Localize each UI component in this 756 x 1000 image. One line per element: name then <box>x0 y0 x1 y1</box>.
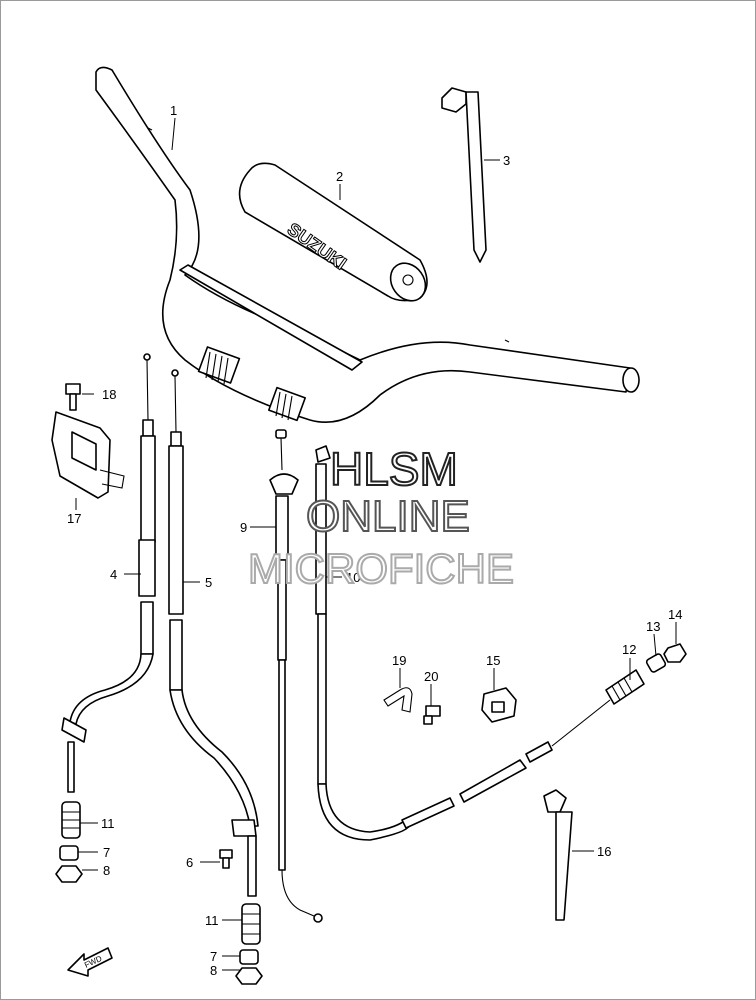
callout-12: 12 <box>622 642 636 657</box>
callout-10: 10 <box>346 570 360 585</box>
cable-4 <box>61 353 156 793</box>
callout-13: 13 <box>646 619 660 634</box>
callout-9: 9 <box>240 520 247 535</box>
forward-arrow: FWD <box>67 947 113 977</box>
callout-20: 20 <box>424 669 438 684</box>
nut-7b <box>239 949 259 965</box>
cable-tie-top <box>441 87 487 263</box>
callout-2: 2 <box>336 169 343 184</box>
callout-5: 5 <box>205 575 212 590</box>
callout-6: 6 <box>186 855 193 870</box>
watermark: HLSM ONLINE MICROFICHE <box>247 442 515 593</box>
watermark-line-1: HLSM <box>330 443 458 495</box>
callout-17: 17 <box>67 511 81 526</box>
throttle-cable-9 <box>269 429 323 923</box>
callout-7a: 7 <box>103 845 110 860</box>
watermark-line-2: ONLINE <box>306 492 470 541</box>
callout-1: 1 <box>170 103 177 118</box>
watermark-line-3: MICROFICHE <box>248 545 514 592</box>
clamp-15 <box>481 687 517 723</box>
nut-8b <box>235 967 263 985</box>
callout-8b: 8 <box>210 963 217 978</box>
adjuster-11b <box>241 903 261 945</box>
leader-lines <box>75 117 677 971</box>
cable-clamp-bracket <box>51 411 125 499</box>
nut-7a <box>59 845 79 861</box>
callout-3: 3 <box>503 153 510 168</box>
callout-11a: 11 <box>101 816 115 831</box>
callout-8a: 8 <box>103 863 110 878</box>
callout-7b: 7 <box>210 949 217 964</box>
callout-16: 16 <box>597 844 611 859</box>
bracket-bolt <box>65 383 81 411</box>
callout-19: 19 <box>392 653 406 668</box>
adjuster-12 <box>605 669 645 705</box>
handlebar-pad: SUZUKI <box>238 162 428 302</box>
handlebar <box>95 66 640 423</box>
handlebar-grip-band <box>197 346 306 422</box>
callout-18: 18 <box>102 387 116 402</box>
cable-10 <box>315 445 611 841</box>
screw-20 <box>423 705 441 725</box>
callout-11b: 11 <box>205 913 219 928</box>
callout-14: 14 <box>668 607 682 622</box>
cable-5 <box>168 369 259 897</box>
nut-8a <box>55 865 83 883</box>
callout-labels: 1 2 3 4 5 6 7 7 8 8 9 10 11 11 12 13 14 … <box>67 103 682 978</box>
callout-15: 15 <box>486 653 500 668</box>
nut-13 <box>645 653 667 673</box>
adjuster-11a <box>61 801 81 839</box>
clip-19 <box>383 687 413 713</box>
cable-tie-bottom <box>543 789 573 921</box>
bolt-6 <box>219 849 233 869</box>
callout-4: 4 <box>110 567 117 582</box>
nut-14 <box>663 643 687 663</box>
